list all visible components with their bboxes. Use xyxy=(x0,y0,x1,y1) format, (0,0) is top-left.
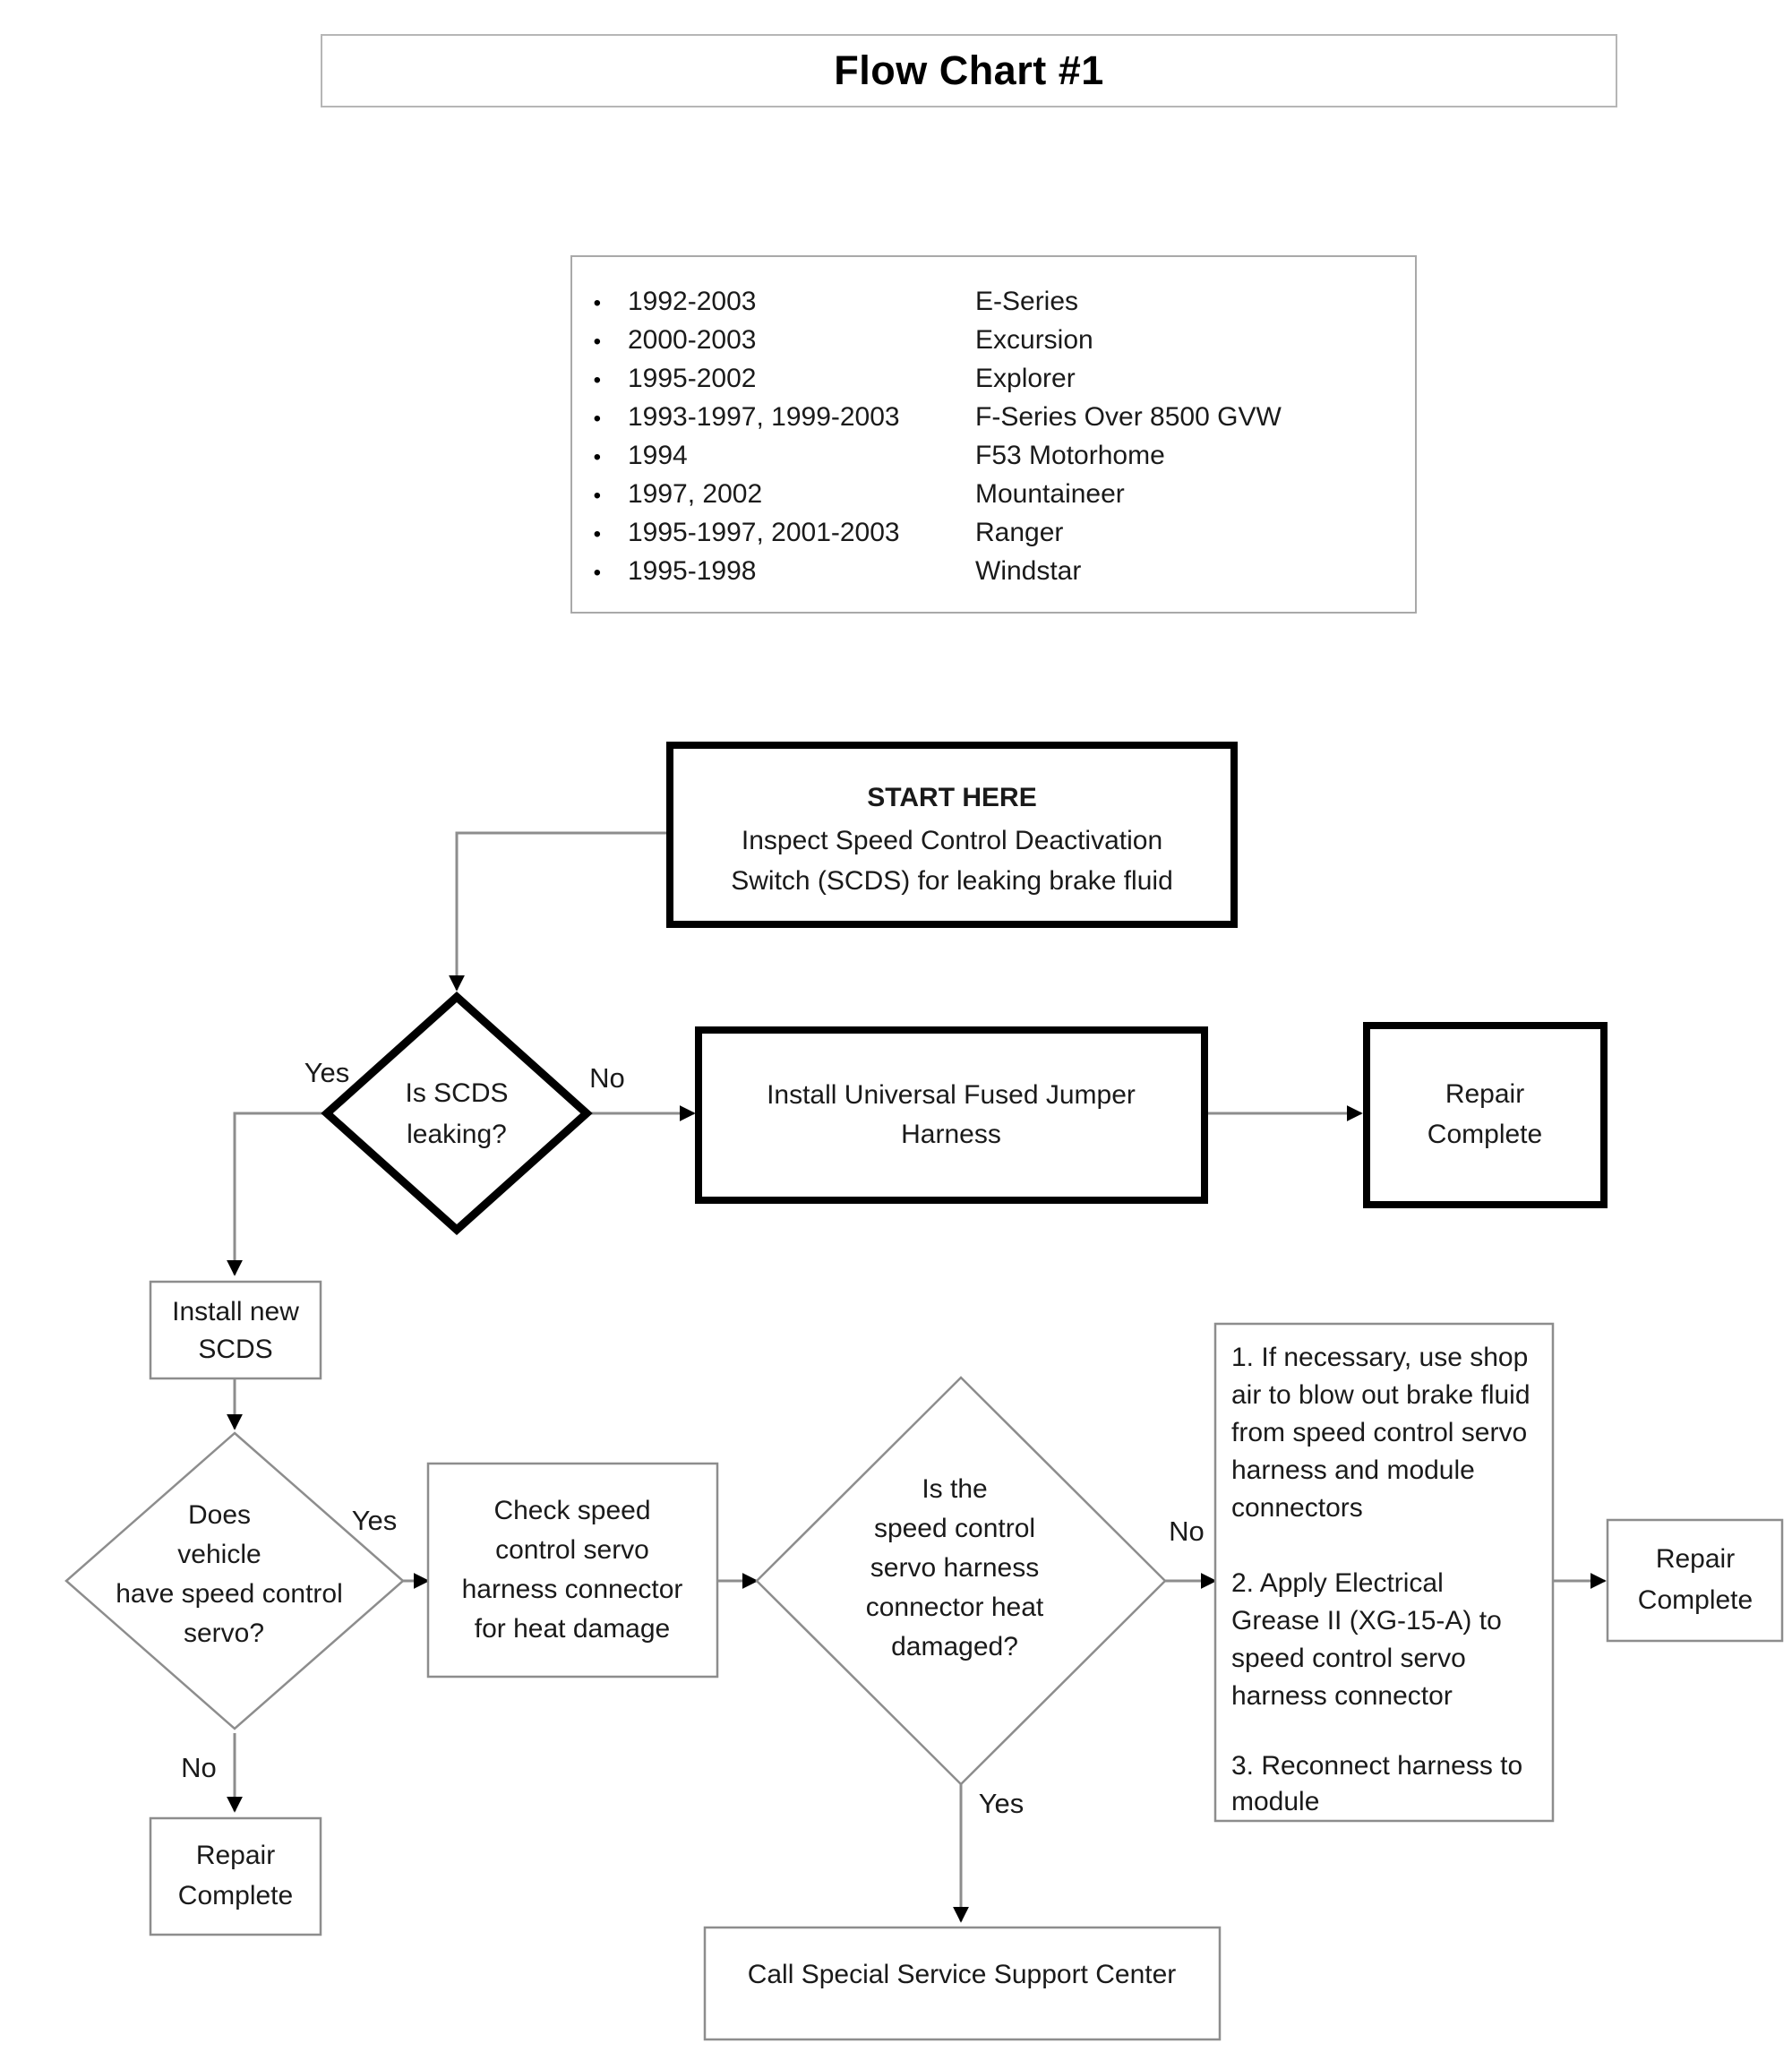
list-item: • 1995-1997, 2001-2003 Ranger xyxy=(572,518,1415,556)
start-here-heading: START HERE xyxy=(867,783,1036,812)
steps-line-4: harness and module xyxy=(1231,1455,1475,1485)
call-support-line1: Call Special Service Support Center xyxy=(748,1960,1177,1989)
list-item: • 1994 F53 Motorhome xyxy=(572,441,1415,479)
list-item: • 1995-1998 Windstar xyxy=(572,556,1415,595)
node-repair-complete-bottom xyxy=(149,1816,322,1936)
vehicle-model: F-Series Over 8500 GVW xyxy=(975,402,1282,432)
bullet-icon: • xyxy=(593,484,601,508)
bullet-icon: • xyxy=(593,445,601,469)
install-jumper-line2: Harness xyxy=(901,1120,1001,1149)
vehicle-model: E-Series xyxy=(975,287,1079,316)
decision-servo-line2: vehicle xyxy=(177,1540,261,1569)
vehicle-model: Explorer xyxy=(975,364,1076,393)
node-call-support-center xyxy=(703,1926,1222,2041)
vehicle-years: 1997, 2002 xyxy=(628,479,763,509)
repair-complete-bottom-line1: Repair xyxy=(196,1841,275,1870)
repair-complete-right-line1: Repair xyxy=(1656,1544,1735,1574)
install-jumper-line1: Install Universal Fused Jumper xyxy=(767,1080,1136,1110)
vehicle-years: 1995-1998 xyxy=(628,556,757,586)
bullet-icon: • xyxy=(593,368,601,392)
decision-servo-line4: servo? xyxy=(184,1618,264,1648)
list-item: • 2000-2003 Excursion xyxy=(572,325,1415,364)
check-harness-line3: harness connector xyxy=(462,1575,683,1604)
vehicle-years: 1995-1997, 2001-2003 xyxy=(628,518,900,547)
steps-line-1: 1. If necessary, use shop xyxy=(1231,1343,1528,1372)
steps-line-9: harness connector xyxy=(1231,1681,1453,1711)
decision-heat-line5: damaged? xyxy=(891,1632,1018,1661)
node-repair-complete-top xyxy=(1363,1022,1608,1208)
page-title-box: Flow Chart #1 xyxy=(321,34,1617,107)
steps-line-7: Grease II (XG-15-A) to xyxy=(1231,1606,1502,1636)
node-repair-steps xyxy=(1213,1322,1555,1823)
vehicle-years: 1994 xyxy=(628,441,688,470)
bullet-icon: • xyxy=(593,522,601,546)
vehicle-years: 2000-2003 xyxy=(628,325,757,355)
list-item: • 1993-1997, 1999-2003 F-Series Over 850… xyxy=(572,402,1415,441)
repair-complete-top-line1: Repair xyxy=(1445,1079,1524,1109)
vehicle-applicability-box: • 1992-2003 E-Series • 2000-2003 Excursi… xyxy=(570,255,1417,614)
steps-line-2: air to blow out brake fluid xyxy=(1231,1380,1530,1410)
decision-servo-line1: Does xyxy=(188,1500,251,1530)
repair-complete-right-line2: Complete xyxy=(1638,1585,1753,1615)
connector-start-to-leaking xyxy=(449,831,670,992)
install-scds-line1: Install new xyxy=(172,1297,299,1327)
edge-label-heat-no: No xyxy=(1169,1515,1205,1547)
vehicle-model: Ranger xyxy=(975,518,1064,547)
node-start-here xyxy=(666,742,1238,928)
start-here-line1: Inspect Speed Control Deactivation xyxy=(742,826,1162,855)
steps-line-6: 2. Apply Electrical xyxy=(1231,1568,1444,1598)
node-check-harness-heat-damage xyxy=(426,1462,719,1679)
bullet-icon: • xyxy=(593,561,601,585)
check-harness-line1: Check speed xyxy=(493,1496,650,1525)
edge-label-leaking-yes: Yes xyxy=(304,1057,350,1088)
decision-servo-line3: have speed control xyxy=(116,1579,343,1609)
decision-leaking-line2: leaking? xyxy=(407,1120,507,1149)
repair-complete-bottom-line2: Complete xyxy=(178,1881,293,1910)
list-item: • 1997, 2002 Mountaineer xyxy=(572,479,1415,518)
decision-heat-line4: connector heat xyxy=(866,1593,1044,1622)
decision-heat-line2: speed control xyxy=(874,1514,1035,1543)
edge-label-leaking-no: No xyxy=(589,1062,625,1094)
start-here-line2: Switch (SCDS) for leaking brake fluid xyxy=(731,866,1173,896)
node-install-new-scds xyxy=(149,1280,322,1380)
steps-line-5: connectors xyxy=(1231,1493,1363,1523)
decision-heat-line1: Is the xyxy=(922,1474,987,1504)
node-repair-complete-right xyxy=(1606,1518,1784,1643)
decision-leaking-line1: Is SCDS xyxy=(405,1078,508,1108)
vehicle-list: • 1992-2003 E-Series • 2000-2003 Excursi… xyxy=(572,287,1415,595)
node-decision-heat-damaged xyxy=(755,1376,1167,1786)
vehicle-model: Mountaineer xyxy=(975,479,1125,509)
check-harness-line4: for heat damage xyxy=(475,1614,670,1644)
steps-line-10: 3. Reconnect harness to xyxy=(1231,1751,1522,1781)
vehicle-model: Excursion xyxy=(975,325,1093,355)
repair-complete-top-line2: Complete xyxy=(1428,1120,1542,1149)
install-scds-line2: SCDS xyxy=(198,1335,272,1364)
steps-line-8: speed control servo xyxy=(1231,1644,1466,1673)
edge-label-servo-yes: Yes xyxy=(352,1505,398,1536)
vehicle-model: F53 Motorhome xyxy=(975,441,1165,470)
edge-label-heat-yes: Yes xyxy=(979,1788,1025,1819)
vehicle-years: 1993-1997, 1999-2003 xyxy=(628,402,900,432)
edge-label-servo-no: No xyxy=(181,1752,217,1783)
vehicle-years: 1992-2003 xyxy=(628,287,757,316)
vehicle-model: Windstar xyxy=(975,556,1082,586)
bullet-icon: • xyxy=(593,291,601,315)
connector-leaking-yes-to-install-scds xyxy=(227,1112,327,1276)
list-item: • 1995-2002 Explorer xyxy=(572,364,1415,402)
bullet-icon: • xyxy=(593,330,601,354)
bullet-icon: • xyxy=(593,407,601,431)
steps-line-3: from speed control servo xyxy=(1231,1418,1527,1447)
list-item: • 1992-2003 E-Series xyxy=(572,287,1415,325)
node-decision-has-servo xyxy=(64,1431,405,1730)
node-decision-scds-leaking xyxy=(321,991,593,1236)
check-harness-line2: control servo xyxy=(495,1535,649,1565)
page-title: Flow Chart #1 xyxy=(834,47,1104,93)
steps-line-11: module xyxy=(1231,1787,1319,1816)
vehicle-years: 1995-2002 xyxy=(628,364,757,393)
decision-heat-line3: servo harness xyxy=(870,1553,1039,1583)
node-install-jumper-harness xyxy=(695,1026,1208,1204)
